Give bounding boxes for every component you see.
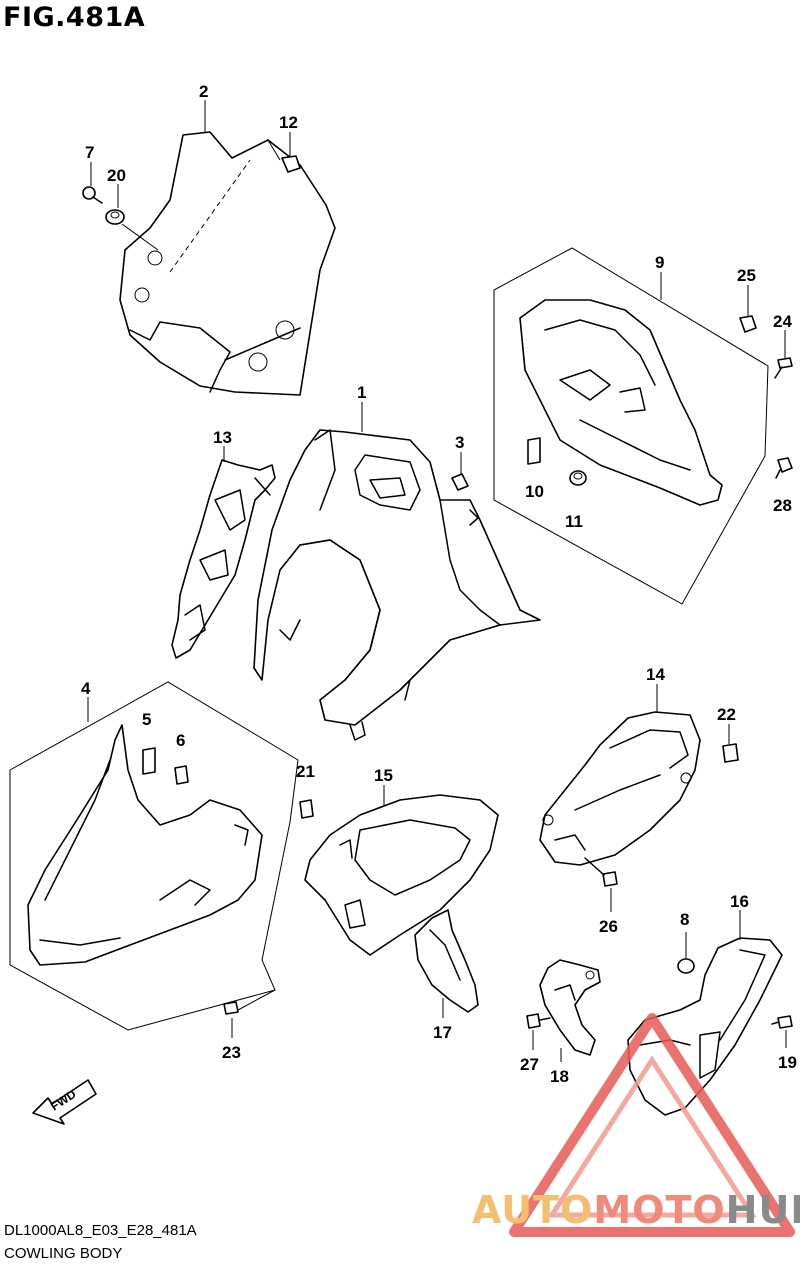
nut-22	[722, 724, 739, 763]
label-4: 4	[81, 679, 91, 698]
screw-24	[774, 330, 793, 379]
nut-20	[105, 184, 159, 251]
screw-7	[82, 162, 103, 204]
fwd-arrow: FWD	[32, 1079, 97, 1125]
watermark-auto: AUTO	[472, 1188, 594, 1232]
label-12: 12	[279, 113, 298, 132]
bracket-13	[171, 446, 276, 659]
label-7: 7	[85, 143, 94, 162]
label-14: 14	[646, 665, 665, 684]
front-cowl-4	[27, 697, 263, 966]
meter-panel-9	[519, 272, 723, 506]
nut-21	[299, 799, 314, 819]
windscreen-part	[119, 100, 336, 396]
label-23: 23	[222, 1043, 241, 1062]
nut-6	[174, 765, 189, 785]
screw-23	[223, 989, 276, 1038]
inner-panel-17	[414, 909, 479, 1018]
figure-title: FIG.481A	[3, 2, 146, 33]
label-19: 19	[778, 1053, 797, 1072]
side-panel-16	[627, 910, 783, 1116]
label-24: 24	[773, 312, 792, 331]
label-9: 9	[655, 253, 664, 272]
label-18: 18	[550, 1067, 569, 1086]
label-20: 20	[107, 166, 126, 185]
label-13: 13	[213, 428, 232, 447]
label-1: 1	[357, 383, 366, 402]
label-17: 17	[433, 1023, 452, 1042]
screw-19	[771, 1015, 793, 1048]
label-5: 5	[142, 710, 151, 729]
label-22: 22	[717, 705, 736, 724]
sticker-5	[142, 747, 156, 775]
screw-27	[526, 1013, 551, 1050]
label-21: 21	[296, 762, 315, 781]
watermark-text: AUTOMOTOHUB	[472, 1188, 800, 1232]
rivet-28	[775, 457, 793, 479]
label-6: 6	[176, 731, 185, 750]
cushion-11	[569, 470, 587, 486]
inner-cover-14	[539, 684, 701, 866]
nut-8	[677, 932, 695, 974]
label-26: 26	[599, 917, 618, 936]
label-8: 8	[680, 910, 689, 929]
group-frame-front-cowl	[9, 681, 299, 1031]
watermark-moto: MOTO	[593, 1188, 726, 1232]
label-2: 2	[199, 82, 208, 101]
diagram-code: DL1000AL8_E03_E28_481A	[4, 1222, 197, 1239]
label-10: 10	[525, 482, 544, 501]
label-11: 11	[565, 512, 583, 531]
clip-3	[451, 452, 469, 491]
diagram-caption: COWLING BODY	[4, 1245, 123, 1262]
watermark-hub: HUB	[725, 1188, 800, 1232]
screw-26	[584, 857, 618, 912]
group-frame-meter-panel	[493, 247, 769, 605]
bracket-18	[539, 959, 601, 1062]
nut-25	[739, 285, 757, 333]
label-sticker-10	[527, 437, 541, 465]
label-28: 28	[773, 496, 792, 515]
label-3: 3	[455, 433, 464, 452]
watermark-logo	[509, 1013, 795, 1237]
label-16: 16	[730, 892, 749, 911]
grommet-12	[281, 132, 301, 173]
label-15: 15	[374, 766, 393, 785]
label-25: 25	[737, 266, 756, 285]
side-cover-15	[304, 785, 499, 956]
cowling-body-part	[253, 402, 541, 741]
label-27: 27	[520, 1055, 539, 1074]
